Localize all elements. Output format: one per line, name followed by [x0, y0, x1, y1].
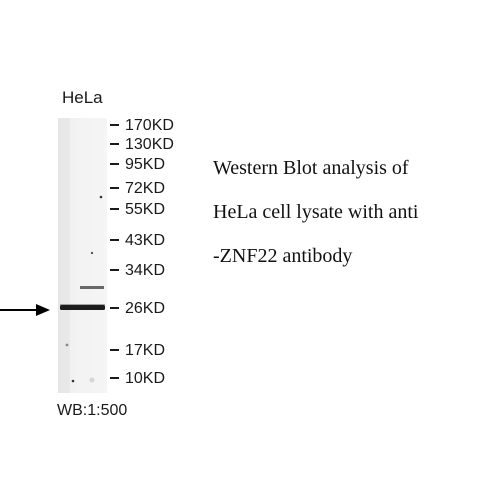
blot-lane: [58, 118, 107, 393]
marker-label: 34KD: [125, 262, 166, 279]
marker-label: 26KD: [125, 300, 166, 317]
marker-label: 170KD: [125, 117, 174, 134]
sample-label: HeLa: [62, 88, 103, 107]
marker-130kd: 130KD: [110, 135, 174, 155]
marker-tick: [110, 238, 119, 241]
marker-label: 95KD: [125, 156, 166, 173]
caption-line-2: HeLa cell lysate with anti: [213, 201, 419, 223]
marker-label: 17KD: [125, 342, 166, 359]
marker-tick: [110, 306, 119, 309]
marker-tick: [110, 376, 119, 379]
marker-label: 72KD: [125, 180, 166, 197]
marker-26kd: 26KD: [110, 299, 165, 319]
marker-label: 55KD: [125, 201, 166, 218]
speck: [71, 379, 75, 383]
marker-34kd: 34KD: [110, 261, 165, 281]
marker-170kd: 170KD: [110, 116, 174, 136]
marker-tick: [110, 348, 119, 351]
marker-label: 43KD: [125, 232, 166, 249]
marker-10kd: 10KD: [110, 369, 165, 389]
caption-line-1: Western Blot analysis of: [213, 157, 409, 179]
speck: [99, 195, 103, 199]
caption-line-3: -ZNF22 antibody: [213, 245, 353, 267]
marker-95kd: 95KD: [110, 155, 165, 175]
band-arrow-icon: [0, 304, 50, 316]
marker-label: 10KD: [125, 370, 166, 387]
main-band: [60, 305, 105, 310]
marker-label: 130KD: [125, 136, 174, 153]
marker-tick: [110, 186, 119, 189]
marker-tick: [110, 207, 119, 210]
speck: [90, 251, 94, 255]
marker-43kd: 43KD: [110, 231, 165, 251]
marker-72kd: 72KD: [110, 179, 165, 199]
marker-tick: [110, 268, 119, 271]
blot-lane-image: [58, 118, 107, 393]
marker-tick: [110, 123, 119, 126]
marker-tick: [110, 162, 119, 165]
marker-17kd: 17KD: [110, 341, 165, 361]
marker-tick: [110, 142, 119, 145]
dilution-label: WB:1:500: [57, 402, 128, 419]
marker-55kd: 55KD: [110, 200, 165, 220]
speck: [89, 377, 95, 383]
minor-band: [80, 286, 104, 289]
speck: [65, 343, 69, 347]
